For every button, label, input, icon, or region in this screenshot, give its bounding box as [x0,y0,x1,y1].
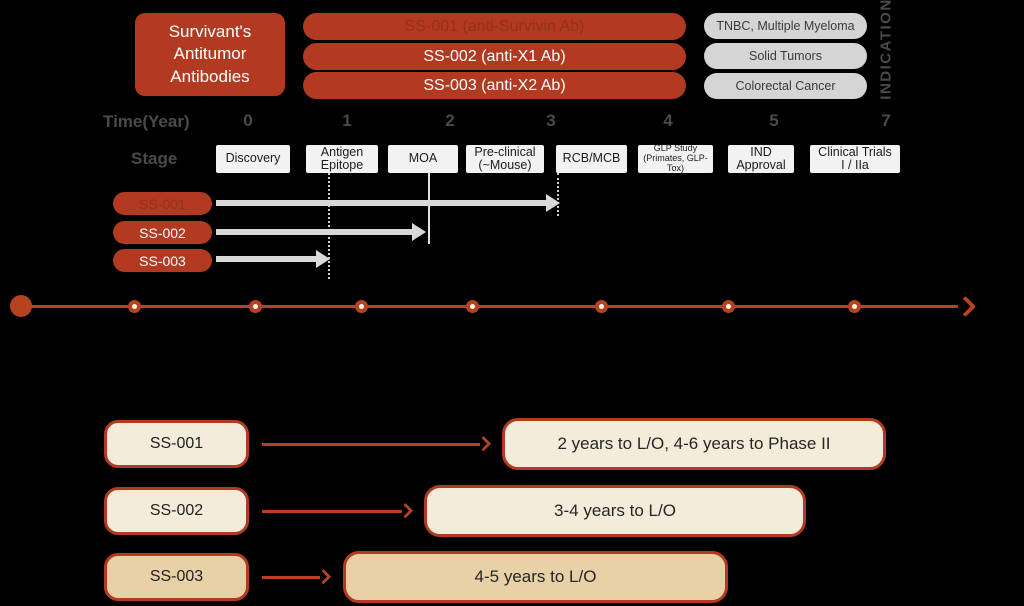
timeline-dot [595,300,608,313]
timeline-line [10,304,958,308]
indication-pill: Colorectal Cancer [704,73,867,99]
stage-box: IND Approval [728,145,794,173]
stage-axis-label: Stage [131,149,178,168]
summary-note-box: 3-4 years to L/O [424,485,806,537]
timeline-start-dot [10,295,32,317]
guide-line [428,173,430,244]
timeline-dot [848,300,861,313]
indication-pill: Solid Tumors [704,43,867,69]
product-bar: SS-003 (anti-X2 Ab) [303,72,686,99]
year-tick-label: 4 [663,111,673,130]
company-title: Survivant's Antitumor Antibodies [168,21,252,86]
summary-program-pill: SS-002 [104,487,249,535]
product-bar: SS-001 (anti-Survivin Ab) [303,13,686,40]
program-progress-arrow [216,200,546,206]
product-bar: SS-002 (anti-X1 Ab) [303,43,686,70]
timeline-dot [128,300,141,313]
timeline-arrowhead-icon [954,295,977,318]
stage-box: Clinical Trials I / IIa [810,145,900,173]
stage-box: Pre-clinical (~Mouse) [466,145,544,173]
summary-note-box: 2 years to L/O, 4-6 years to Phase II [502,418,886,470]
timeline-dot [249,300,262,313]
year-tick-label: 1 [342,111,352,130]
summary-note-box: 4-5 years to L/O [343,551,728,603]
program-pill: SS-001 [113,192,212,215]
stage-box: MOA [388,145,458,173]
summary-arrow [262,510,402,513]
timeline-dot [466,300,479,313]
stage-box: RCB/MCB [556,145,627,173]
guide-line [328,173,330,279]
indication-pill: TNBC, Multiple Myeloma [704,13,867,39]
year-tick-label: 3 [546,111,556,130]
stage-box: Antigen Epitope [306,145,378,173]
program-progress-arrow [216,256,316,262]
year-tick-label: 2 [445,111,455,130]
year-tick-label: 0 [243,111,253,130]
year-tick-label: 5 [769,111,779,130]
stage-box: GLP Study (Primates, GLP- Tox) [638,143,713,173]
company-title-box: Survivant's Antitumor Antibodies [135,13,285,96]
timeline-dot [722,300,735,313]
program-pill: SS-002 [113,221,212,244]
summary-arrow [262,443,480,446]
stage-box: Discovery [216,145,290,173]
summary-arrow [262,576,320,579]
program-pill: SS-003 [113,249,212,272]
year-tick-label: 7 [881,111,891,130]
summary-program-pill: SS-003 [104,553,249,601]
indication-axis-label: INDICATION [877,0,895,100]
time-axis-label: Time(Year) [103,112,190,131]
program-progress-arrow [216,229,412,235]
summary-program-pill: SS-001 [104,420,249,468]
timeline-dot [355,300,368,313]
